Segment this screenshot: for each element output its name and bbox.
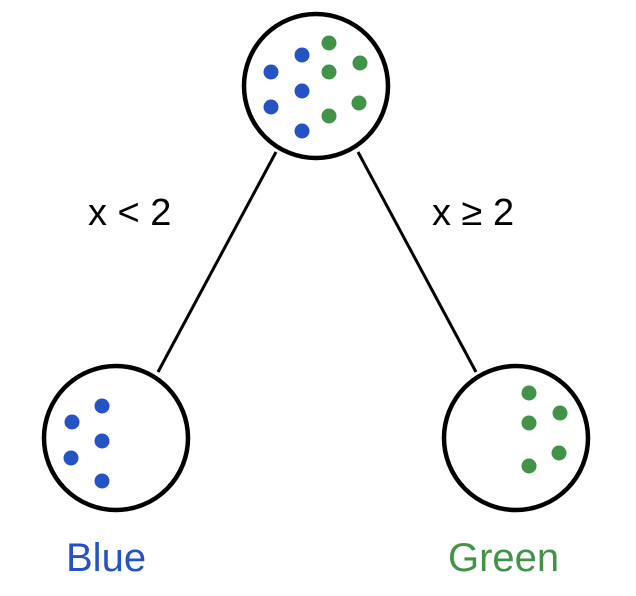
left-leaf-class-label: Blue <box>66 536 147 580</box>
blue-point-root-3 <box>294 83 310 99</box>
right-leaf-node <box>441 363 591 513</box>
right-branch-condition: x ≥ 2 <box>432 192 515 234</box>
green-point-right-leaf-3 <box>521 415 537 431</box>
green-point-root-4 <box>351 95 367 111</box>
left-leaf-node <box>41 363 191 513</box>
green-point-root-2 <box>352 55 368 71</box>
root-node-points <box>263 35 368 139</box>
green-point-root-5 <box>321 108 337 124</box>
right-leaf-points <box>521 385 568 474</box>
blue-point-root-5 <box>294 123 310 139</box>
left-branch-condition: x < 2 <box>88 192 172 234</box>
left-branch-line <box>156 151 278 373</box>
green-point-right-leaf-1 <box>521 385 537 401</box>
blue-point-left-leaf-2 <box>64 414 80 430</box>
right-leaf-class-label: Green <box>448 536 560 580</box>
blue-point-root-1 <box>294 47 310 63</box>
left-leaf-points <box>63 398 110 489</box>
green-point-right-leaf-4 <box>551 445 567 461</box>
blue-point-left-leaf-3 <box>94 433 110 449</box>
blue-point-left-leaf-1 <box>94 398 110 414</box>
green-point-right-leaf-2 <box>552 405 568 421</box>
green-point-right-leaf-5 <box>521 458 537 474</box>
blue-point-root-4 <box>263 99 279 115</box>
blue-point-left-leaf-4 <box>63 450 79 466</box>
green-point-root-3 <box>321 64 337 80</box>
root-node <box>241 11 391 161</box>
right-branch-line <box>356 151 478 373</box>
blue-point-root-2 <box>263 64 279 80</box>
blue-point-left-leaf-5 <box>94 473 110 489</box>
green-point-root-1 <box>321 35 337 51</box>
